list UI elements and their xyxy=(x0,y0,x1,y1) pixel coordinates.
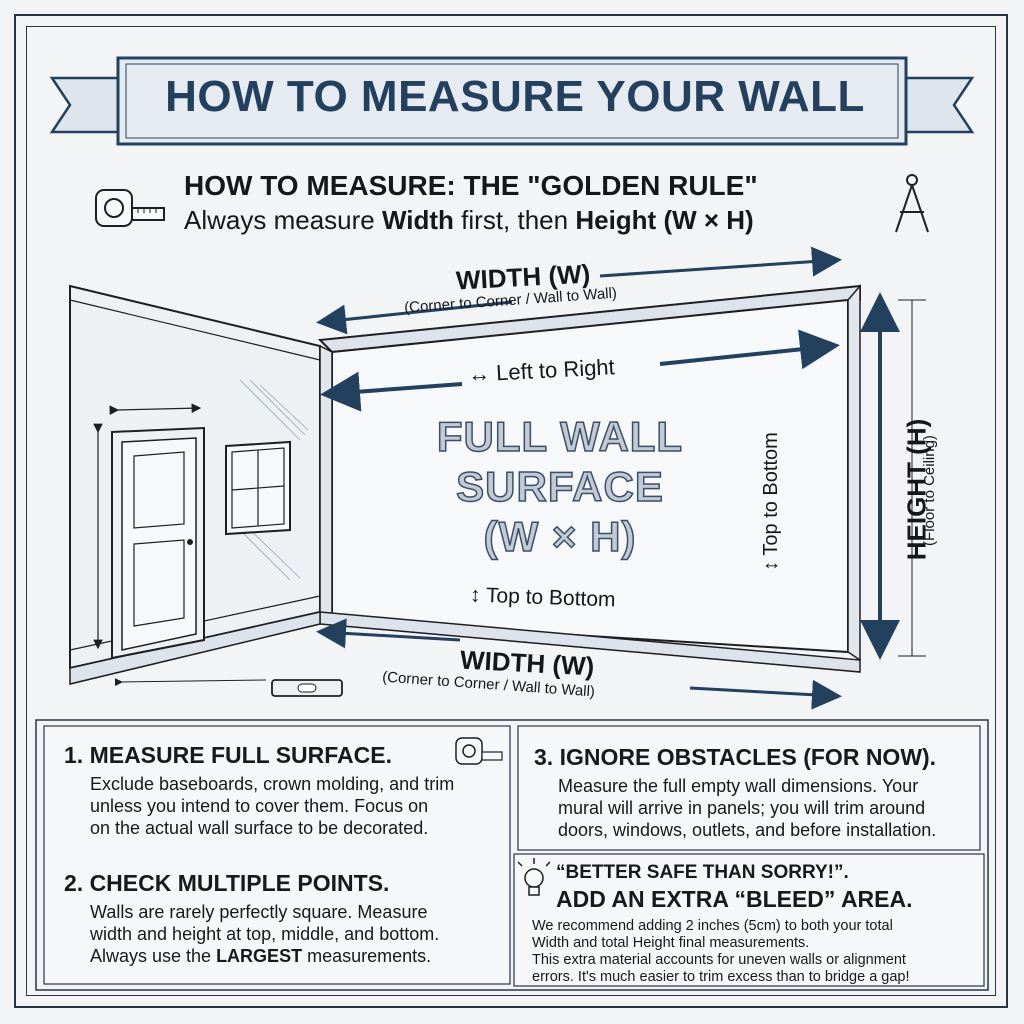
bleed-tip: “BETTER SAFE THAN SORRY!”. ADD AN EXTRA … xyxy=(556,862,913,913)
step-2-line-2: width and height at top, middle, and bot… xyxy=(90,924,440,944)
spirit-level-icon xyxy=(271,679,343,697)
step-3-line-1: Measure the full empty wall dimensions. … xyxy=(558,776,919,796)
step-2-line-3-prefix: Always use the xyxy=(90,946,217,966)
step-3: 3. IGNORE OBSTACLES (FOR NOW). Measure t… xyxy=(534,744,936,841)
step-2: 2. CHECK MULTIPLE POINTS. Walls are rare… xyxy=(64,870,439,967)
height-sublabel: (Floor to Ceiling) xyxy=(920,435,938,546)
bleed-tip-body: We recommend adding 2 inches (5cm) to bo… xyxy=(532,918,910,986)
tape-measure-small-icon xyxy=(455,737,503,765)
step-1-line-3: on the actual wall surface to be decorat… xyxy=(90,818,429,838)
golden-sub-middle: first, then xyxy=(453,205,576,235)
step-3-line-3: doors, windows, outlets, and before inst… xyxy=(558,820,937,840)
page-title: HOW TO MEASURE YOUR WALL xyxy=(165,72,865,121)
title-banner xyxy=(49,56,975,146)
golden-rule-title: HOW TO MEASURE: THE "GOLDEN RULE" xyxy=(184,170,758,201)
surface-line-1: FULL WALL xyxy=(436,412,684,461)
bleed-tip-line-4: errors. It's much easier to trim excess … xyxy=(532,969,910,985)
dimension-arrows xyxy=(114,246,926,710)
step-2-line-3-suffix: measurements. xyxy=(302,946,432,966)
lightbulb-icon xyxy=(517,858,551,896)
golden-sub-suffix: (W × H) xyxy=(656,205,754,235)
full-wall-surface-label: FULL WALL SURFACE (W × H) xyxy=(400,412,720,562)
window xyxy=(225,440,291,536)
step-2-line-3-bold: LARGEST xyxy=(216,946,303,966)
tape-measure-icon xyxy=(95,189,165,227)
step-1-title: 1. MEASURE FULL SURFACE. xyxy=(64,742,392,768)
golden-rule-subtitle: Always measure Width first, then Height … xyxy=(184,205,864,236)
step-2-line-1: Walls are rarely perfectly square. Measu… xyxy=(90,902,428,922)
door xyxy=(93,403,205,660)
step-1-line-1: Exclude baseboards, crown molding, and t… xyxy=(90,774,455,794)
drafting-compass-icon xyxy=(895,174,929,233)
bleed-tip-title: ADD AN EXTRA “BLEED” AREA. xyxy=(556,886,913,912)
top-to-bottom-vertical-label: ↕ Top to Bottom xyxy=(759,432,782,571)
step-3-title: 3. IGNORE OBSTACLES (FOR NOW). xyxy=(534,744,937,770)
outer-frame xyxy=(14,14,1008,1008)
golden-sub-height: Height xyxy=(575,205,657,235)
bleed-tip-line-2: Width and total Height final measurement… xyxy=(532,935,810,951)
bleed-tip-line-1: We recommend adding 2 inches (5cm) to bo… xyxy=(532,918,893,934)
inner-frame xyxy=(26,26,996,996)
step-1: 1. MEASURE FULL SURFACE. Exclude baseboa… xyxy=(64,742,454,839)
golden-sub-width: Width xyxy=(381,205,454,235)
bleed-tip-quote: “BETTER SAFE THAN SORRY!”. xyxy=(556,862,849,883)
step-1-line-2: unless you intend to cover them. Focus o… xyxy=(90,796,429,816)
golden-sub-prefix: Always measure xyxy=(184,205,382,235)
bleed-tip-line-3: This extra material accounts for uneven … xyxy=(532,952,906,968)
step-3-line-2: mural will arrive in panels; you will tr… xyxy=(558,798,926,818)
step-2-title: 2. CHECK MULTIPLE POINTS. xyxy=(64,870,390,896)
step-2-line-3: Always use the LARGEST measurements. xyxy=(90,945,439,967)
surface-line-3: (W × H) xyxy=(483,512,637,561)
info-panels xyxy=(35,719,989,991)
surface-line-2: SURFACE xyxy=(455,462,664,511)
top-to-bottom-label: ↕ Top to Bottom xyxy=(469,583,616,612)
